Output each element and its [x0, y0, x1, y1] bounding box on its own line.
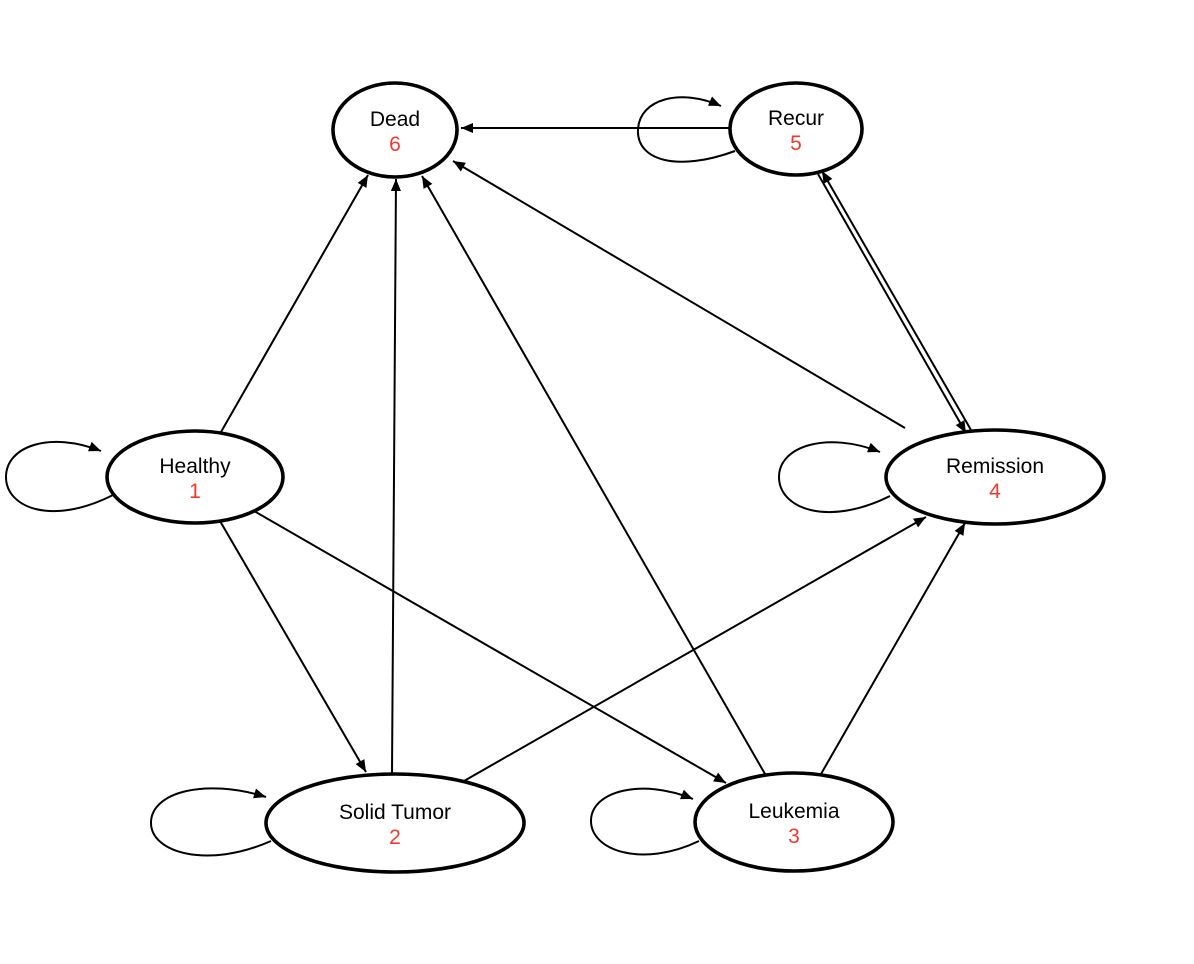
node-healthy: Healthy 1 [105, 429, 285, 525]
recur-number: 5 [790, 132, 802, 155]
edge-leukemia-to-remission [820, 522, 966, 775]
solid-tumor-ellipse [264, 772, 526, 874]
remission-ellipse [884, 428, 1106, 526]
healthy-ellipse [105, 429, 285, 525]
edge-remission-to-dead [452, 160, 906, 429]
self-loop-recur [636, 96, 736, 163]
recur-ellipse [728, 81, 864, 177]
dead-label: Dead [370, 108, 420, 131]
edge-healthy-to-solid-tumor [219, 520, 367, 773]
self-loop-healthy [4, 440, 114, 513]
edge-solid-tumor-to-dead [390, 178, 401, 774]
self-loop-leukemia [589, 787, 700, 856]
edge-leukemia-to-dead [421, 175, 766, 775]
remission-label: Remission [946, 455, 1044, 478]
node-solid-tumor: Solid Tumor 2 [264, 772, 526, 874]
healthy-label: Healthy [159, 455, 231, 478]
edge-remission-to-recur [821, 170, 972, 431]
node-dead: Dead 6 [331, 81, 459, 179]
node-remission: Remission 4 [884, 428, 1106, 526]
edge-healthy-to-dead [220, 174, 369, 433]
leukemia-ellipse [693, 771, 895, 873]
nodes-layer: Dead 6 Recur 5 Healthy 1 Remission 4 Sol… [105, 81, 1106, 874]
remission-number: 4 [989, 480, 1001, 503]
leukemia-number: 3 [788, 825, 800, 848]
edge-recur-to-remission [817, 173, 967, 434]
edges-layer [4, 96, 972, 857]
node-recur: Recur 5 [728, 81, 864, 177]
dead-ellipse [331, 81, 459, 179]
edge-healthy-to-leukemia [253, 510, 727, 784]
node-leukemia: Leukemia 3 [693, 771, 895, 873]
self-loop-solid-tumor [149, 787, 272, 857]
solid-tumor-label: Solid Tumor [339, 801, 451, 824]
solid-tumor-number: 2 [389, 826, 401, 849]
self-loop-remission [777, 441, 891, 514]
recur-label: Recur [768, 107, 824, 130]
leukemia-label: Leukemia [748, 800, 839, 823]
edge-solid-tumor-to-remission [463, 516, 927, 782]
healthy-number: 1 [189, 480, 201, 503]
dead-number: 6 [389, 133, 401, 156]
